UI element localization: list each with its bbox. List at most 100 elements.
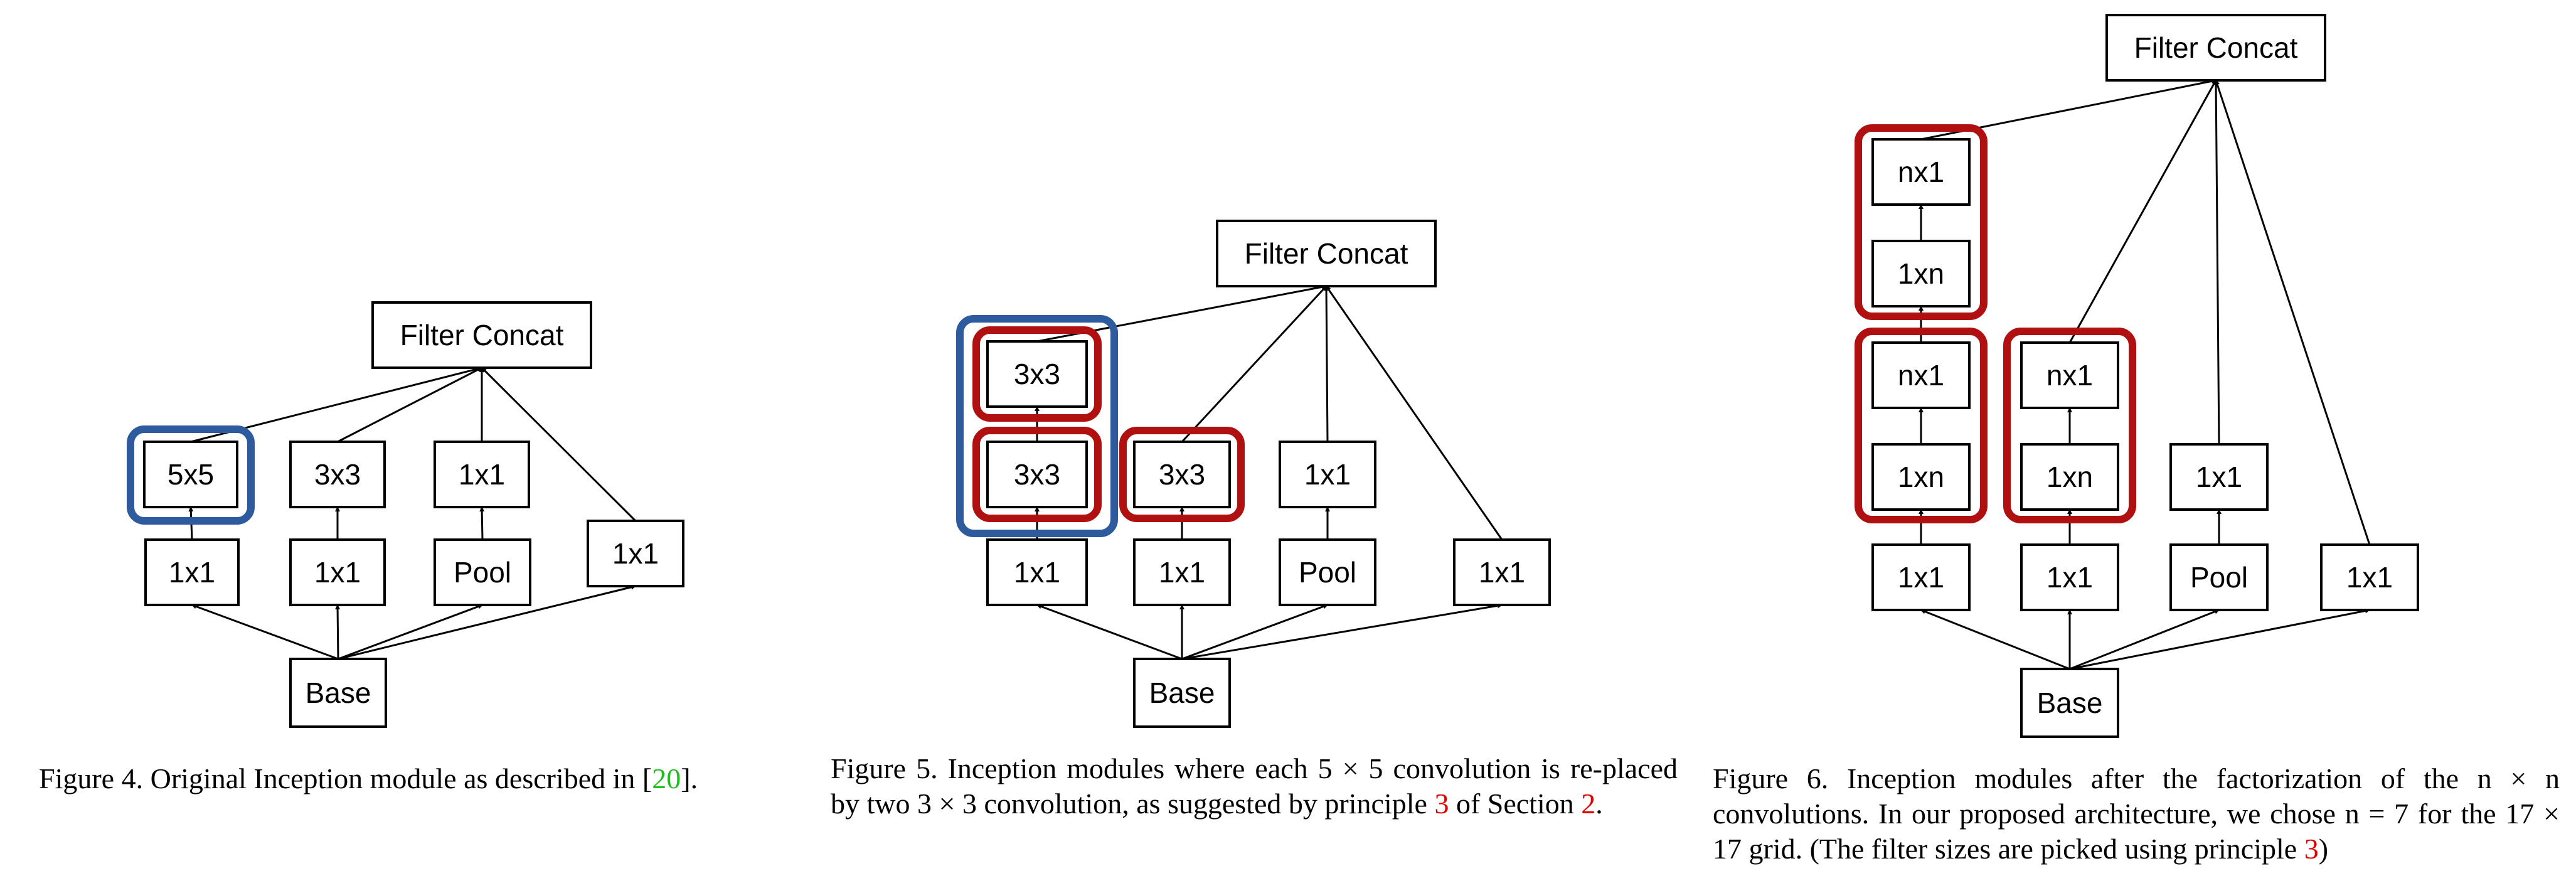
fig5-node-box-c1 [1279,441,1376,508]
fig4-node-c0: Pool [434,538,531,606]
fig6-node-label-a0: 1x1 [1898,561,1944,594]
figure-5-principle-link[interactable]: 3 [1434,788,1449,820]
fig5-node-box-b0 [1133,538,1231,606]
edges-layer [188,78,2371,670]
fig6-node-box-b0 [2020,543,2119,611]
fig6-node-a0: 1x1 [1871,543,1971,611]
fig5-node-box-c0 [1279,538,1376,606]
fig5-edge-base-to-a0 [1036,604,1183,660]
figure-6-principle-link[interactable]: 3 [2304,833,2319,865]
figure-4-caption-text: Figure 4. Original Inception module as d… [39,762,652,794]
fig6-node-label-base: Base [2037,687,2103,719]
figure-4-caption-end: ]. [681,762,698,794]
fig4-edge-b1-to-concat [337,366,482,443]
fig5-node-box-a1 [986,441,1088,508]
fig6-node-label-a2: nx1 [1898,359,1944,392]
fig6-node-label-a3: 1xn [1898,257,1944,290]
fig4-node-label-c1: 1x1 [459,458,505,491]
fig6-node-box-c0 [2169,543,2269,611]
fig4-node-box-a0 [144,538,240,606]
fig6-node-label-b0: 1x1 [2046,561,2093,594]
fig4-edge-d1-to-concat [481,366,637,522]
fig6-node-label-b1: 1xn [2046,461,2093,493]
fig5-node-label-c0: Pool [1299,556,1356,589]
figure-6-caption: Figure 6. Inception modules after the fa… [1713,761,2560,867]
fig5-node-base: Base [1133,658,1231,728]
fig5-edge-base-to-d0 [1181,603,1503,660]
fig5-highlight-3x3-branch [1119,427,1245,522]
fig6-node-c1: 1x1 [2169,443,2269,511]
fig5-node-box-a0 [986,538,1088,606]
fig5-edge-c1-to-concat [1324,286,1329,442]
fig4-node-base: Base [289,658,387,728]
fig6-node-b1: 1xn [2020,443,2119,511]
fig4-node-label-concat: Filter Concat [400,319,564,351]
fig5-node-box-a2 [986,340,1088,408]
fig6-node-box-c1 [2169,443,2269,511]
fig5-edge-d0-to-concat [1325,286,1503,540]
fig5-node-label-a2: 3x3 [1014,358,1060,390]
fig6-edge-b2-to-concat [2068,80,2217,343]
fig5-node-box-base [1133,658,1231,728]
fig5-node-label-b1: 3x3 [1159,458,1205,491]
fig4-node-box-c1 [434,441,530,508]
fig4-edge-base-to-a0 [191,604,339,660]
fig6-node-a1: 1xn [1871,443,1971,511]
fig6-node-box-b1 [2020,443,2119,511]
fig4-edge-base-to-d1 [338,584,636,660]
fig5-node-label-concat: Filter Concat [1245,237,1408,270]
fig6-node-label-concat: Filter Concat [2134,31,2298,64]
fig4-node-c1: 1x1 [434,441,530,508]
figure-4-caption: Figure 4. Original Inception module as d… [39,761,792,796]
fig6-edge-c1-to-concat [2213,80,2220,445]
fig6-node-base: Base [2020,668,2119,738]
fig4-node-box-d1 [587,520,684,587]
fig5-node-d0: 1x1 [1453,538,1551,606]
fig6-node-label-c0: Pool [2190,561,2248,594]
figure-6-caption-text: Figure 6. Inception modules after the fa… [1713,762,2560,865]
fig5-node-c0: Pool [1279,538,1376,606]
fig5-node-a2: 3x3 [986,340,1088,408]
fig4-node-box-c0 [434,538,531,606]
fig6-node-box-a4 [1871,138,1971,206]
fig4-node-label-base: Base [306,676,371,709]
fig6-node-box-a2 [1871,341,1971,409]
fig5-node-a0: 1x1 [986,538,1088,606]
figure-5-caption-end: . [1595,788,1603,820]
fig5-node-label-c1: 1x1 [1304,458,1351,491]
fig5-node-b1: 3x3 [1133,441,1231,508]
fig6-edge-base-to-d0 [2069,608,2370,670]
figure-4-citation-link[interactable]: 20 [652,762,681,794]
fig6-node-label-b2: nx1 [2046,359,2093,392]
fig5-node-label-d0: 1x1 [1479,556,1525,589]
fig6-node-box-a1 [1871,443,1971,511]
fig4-node-box-concat [371,301,592,369]
figure-5-caption-text-2: of Section [1449,788,1582,820]
fig4-node-label-b1: 3x3 [314,458,361,491]
fig6-node-box-base [2020,668,2119,738]
figure-5-section-link[interactable]: 2 [1581,788,1596,820]
fig5-node-c1: 1x1 [1279,441,1376,508]
fig6-node-concat: Filter Concat [2105,14,2326,82]
fig4-node-label-c0: Pool [454,556,511,589]
fig5-node-a1: 3x3 [986,441,1088,508]
fig6-node-label-d0: 1x1 [2346,561,2393,594]
figure-5-caption-text: Figure 5. Inception modules where each 5… [831,752,1678,820]
fig5-node-concat: Filter Concat [1216,220,1437,287]
fig4-node-a1: 5x5 [143,441,238,508]
fig5-node-label-a1: 3x3 [1014,458,1060,491]
fig6-highlight-branch-pair [2003,328,2136,523]
fig5-node-box-b1 [1133,441,1231,508]
fig6-node-box-a3 [1871,240,1971,307]
fig4-node-concat: Filter Concat [371,301,592,369]
fig6-node-label-a4: nx1 [1898,156,1944,188]
fig4-node-d1: 1x1 [587,520,684,587]
fig4-node-label-a1: 5x5 [168,458,214,491]
fig4-node-label-d1: 1x1 [612,537,659,570]
fig6-node-a3: 1xn [1871,240,1971,307]
fig5-edge-b1-to-concat [1181,285,1328,443]
fig6-node-b0: 1x1 [2020,543,2119,611]
fig6-node-box-concat [2105,14,2326,82]
